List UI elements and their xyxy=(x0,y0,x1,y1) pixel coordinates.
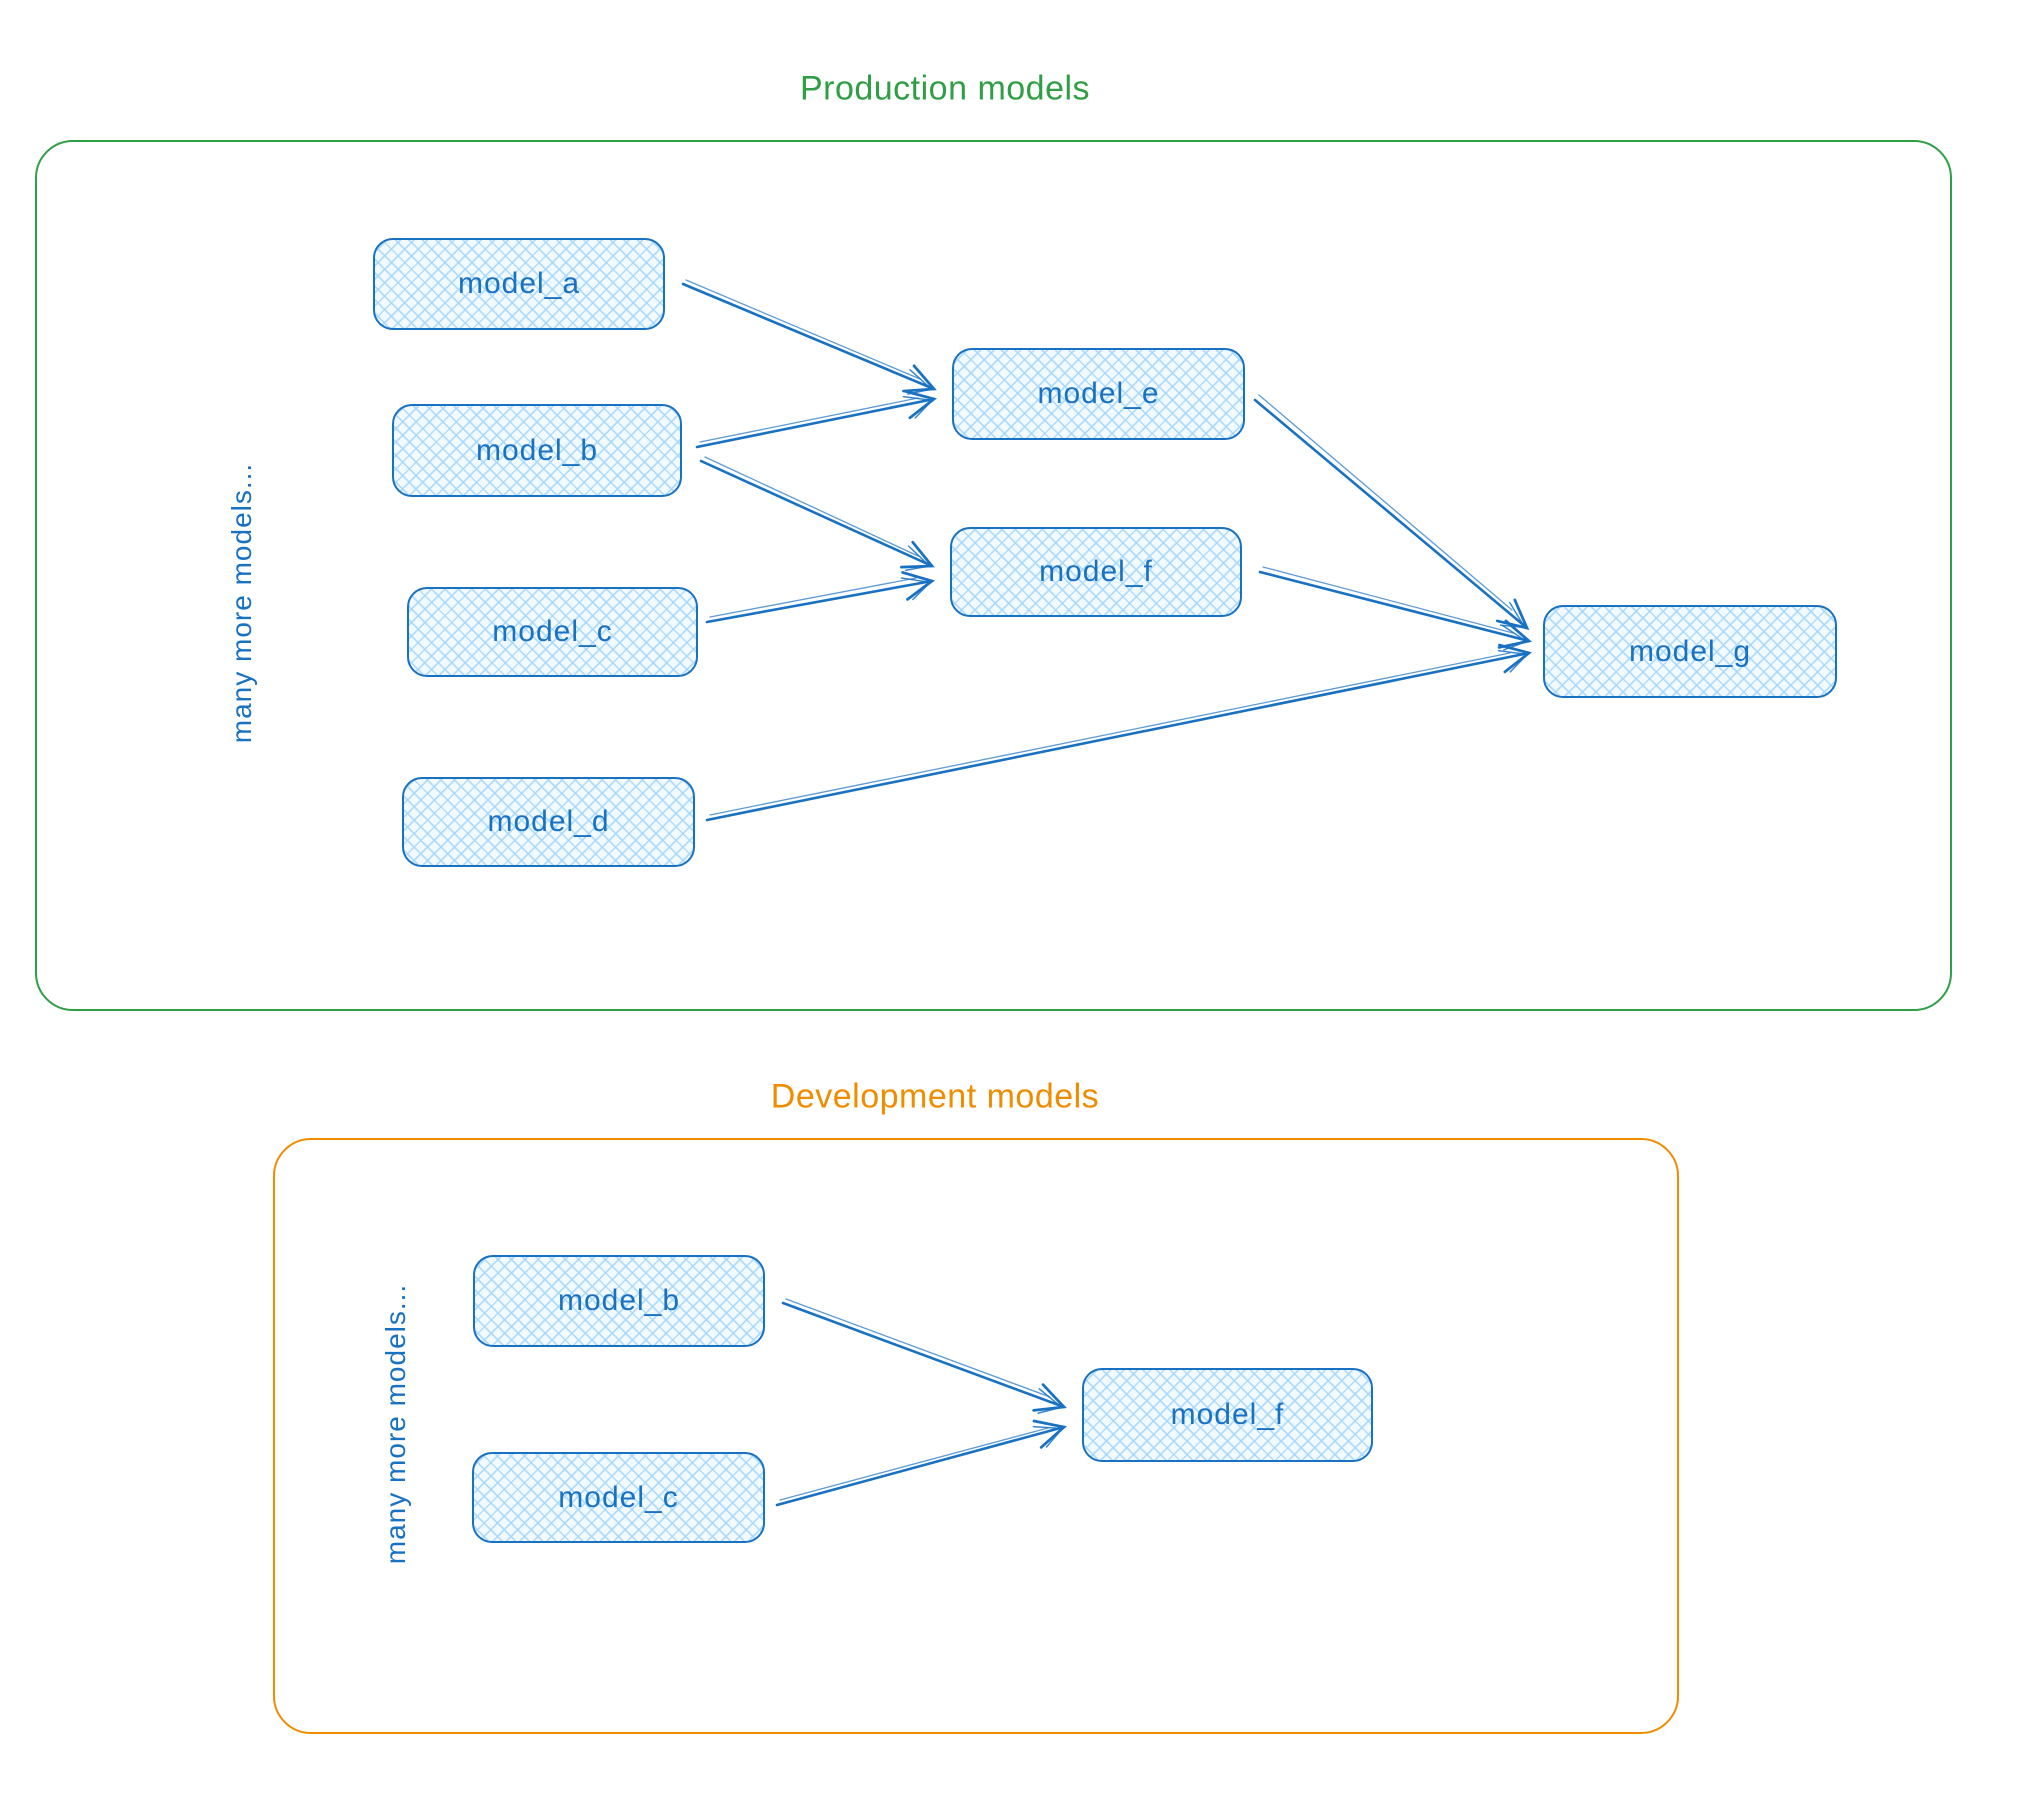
node-label: model_f xyxy=(1039,555,1153,588)
node-production-model-c: model_c xyxy=(407,587,698,677)
node-production-model-f: model_f xyxy=(950,527,1242,617)
production-title: Production models xyxy=(799,69,1091,108)
node-label: model_c xyxy=(492,615,613,648)
node-production-model-a: model_a xyxy=(373,238,665,330)
production-frame xyxy=(35,140,1952,1011)
node-development-model-c: model_c xyxy=(472,1452,765,1543)
node-label: model_a xyxy=(457,267,581,300)
node-label: model_b xyxy=(475,433,599,467)
development-title: Development models xyxy=(770,1077,1100,1116)
node-production-model-b: model_b xyxy=(392,404,682,497)
node-production-model-d: model_d xyxy=(402,777,695,867)
node-label: model_d xyxy=(487,805,610,838)
node-development-model-b: model_b xyxy=(473,1255,765,1347)
node-production-model-g: model_g xyxy=(1543,605,1837,698)
node-label: model_c xyxy=(558,1480,679,1514)
node-label: model_g xyxy=(1628,634,1752,668)
node-label: model_e xyxy=(1037,377,1160,410)
node-development-model-f: model_f xyxy=(1082,1368,1373,1462)
production-side-label: many more models... xyxy=(226,462,257,744)
development-frame xyxy=(273,1138,1679,1734)
development-side-label: many more models... xyxy=(380,1283,411,1565)
node-production-model-e: model_e xyxy=(952,348,1245,440)
node-label: model_b xyxy=(557,1284,681,1317)
node-label: model_f xyxy=(1170,1398,1285,1431)
